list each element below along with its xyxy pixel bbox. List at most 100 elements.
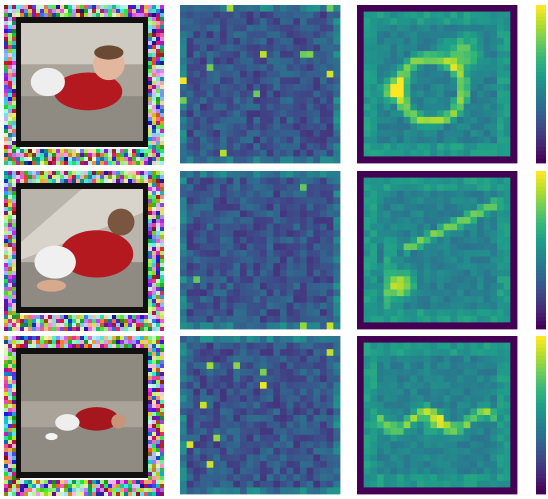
saliency-cell xyxy=(320,289,328,297)
saliency-cell xyxy=(246,149,254,157)
saliency-cell xyxy=(180,84,188,91)
saliency-cell xyxy=(233,421,241,429)
saliency-cell xyxy=(233,408,241,416)
noise-pixel xyxy=(4,436,8,440)
saliency-cell xyxy=(213,184,221,192)
saliency-cell xyxy=(186,136,194,144)
noise-pixel xyxy=(12,21,16,25)
noise-pixel xyxy=(124,13,128,17)
saliency-cell xyxy=(313,217,321,225)
colorbar-step xyxy=(536,135,546,140)
noise-pixel xyxy=(100,161,104,165)
noise-pixel xyxy=(84,157,88,161)
saliency-cell xyxy=(300,116,308,124)
saliency-cell xyxy=(293,197,301,205)
attention-cell xyxy=(363,230,371,238)
saliency-cell xyxy=(320,250,328,257)
colorbar-step xyxy=(536,44,546,49)
noise-pixel xyxy=(12,319,16,323)
noise-pixel xyxy=(8,215,12,219)
noise-pixel xyxy=(156,141,160,145)
noise-pixel xyxy=(12,207,16,211)
noise-pixel xyxy=(4,25,8,29)
saliency-cell xyxy=(286,217,294,225)
saliency-cell xyxy=(320,77,328,85)
attention-cell xyxy=(503,143,511,151)
attention-cell xyxy=(377,263,385,271)
saliency-heatmap xyxy=(180,336,341,495)
attention-cell xyxy=(437,149,445,157)
attention-cell xyxy=(483,5,491,12)
saliency-cell xyxy=(280,103,288,111)
noise-pixel xyxy=(156,456,160,460)
saliency-cell xyxy=(180,250,188,257)
saliency-cell xyxy=(186,110,194,118)
noise-pixel xyxy=(132,336,136,340)
noise-pixel xyxy=(96,179,100,183)
saliency-cell xyxy=(333,103,341,111)
saliency-cell xyxy=(186,24,194,32)
saliency-cell xyxy=(186,302,194,310)
noise-pixel xyxy=(4,263,8,267)
noise-pixel xyxy=(8,488,12,492)
noise-pixel xyxy=(112,315,116,319)
attention-cell xyxy=(397,18,405,26)
attention-cell xyxy=(450,11,458,19)
saliency-cell xyxy=(286,487,294,495)
noise-pixel xyxy=(44,9,48,13)
saliency-cell xyxy=(200,342,208,350)
saliency-cell xyxy=(306,123,314,131)
attention-cell xyxy=(370,230,378,238)
noise-pixel xyxy=(20,149,24,153)
saliency-cell xyxy=(186,487,194,495)
colorbar-step xyxy=(536,250,546,255)
noise-pixel xyxy=(108,336,112,340)
attention-cell xyxy=(443,90,451,98)
noise-pixel xyxy=(112,13,116,17)
colorbar-step xyxy=(536,159,546,164)
attention-cell xyxy=(443,282,451,290)
saliency-cell xyxy=(186,250,194,257)
saliency-cell xyxy=(186,428,194,436)
attention-cell xyxy=(403,243,411,251)
noise-pixel xyxy=(124,153,128,157)
saliency-cell xyxy=(186,190,194,198)
noise-pixel xyxy=(48,484,52,488)
noise-pixel xyxy=(96,157,100,161)
attention-cell xyxy=(490,282,498,290)
saliency-cell xyxy=(206,336,214,343)
attention-cell xyxy=(383,57,391,65)
saliency-cell xyxy=(333,203,341,211)
attention-cell xyxy=(357,223,365,231)
saliency-cell xyxy=(240,64,248,72)
noise-pixel xyxy=(148,117,152,121)
saliency-cell xyxy=(233,336,241,343)
noise-pixel xyxy=(8,432,12,436)
saliency-cell xyxy=(200,256,208,264)
attention-cell xyxy=(403,24,411,32)
saliency-cell xyxy=(180,210,188,218)
attention-cell xyxy=(437,203,445,211)
noise-pixel xyxy=(104,336,108,340)
colorbar-step xyxy=(536,107,546,113)
attention-cell xyxy=(457,5,465,12)
saliency-cell xyxy=(293,5,301,12)
noise-pixel xyxy=(48,149,52,153)
saliency-cell xyxy=(300,64,308,72)
noise-pixel xyxy=(84,484,88,488)
attention-cell xyxy=(403,441,411,449)
attention-cell xyxy=(390,177,398,185)
noise-pixel xyxy=(124,319,128,323)
noise-pixel xyxy=(64,9,68,13)
saliency-cell xyxy=(180,421,188,429)
saliency-cell xyxy=(220,428,228,436)
saliency-cell xyxy=(260,243,268,251)
noise-pixel xyxy=(36,5,40,9)
colorbar-step xyxy=(536,226,546,231)
noise-pixel xyxy=(12,424,16,428)
noise-pixel xyxy=(128,484,132,488)
saliency-cell xyxy=(206,90,214,98)
noise-pixel xyxy=(156,492,160,496)
saliency-cell xyxy=(186,77,194,85)
attention-cell xyxy=(490,130,498,138)
